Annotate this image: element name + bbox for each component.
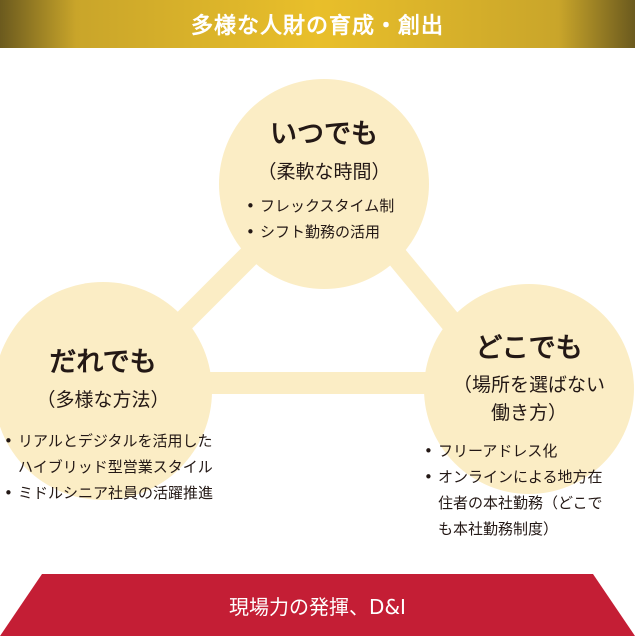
anyone-bullets: リアルとデジタルを活用した ハイブリッド型営業スタイル ミドルシニア社員の活躍推… xyxy=(4,428,213,506)
anyone-bullet-continuation-text: ハイブリッド型営業スタイル xyxy=(18,458,213,476)
bottom-banner-label: 現場力の発揮、D&I xyxy=(229,594,406,619)
anytime-title: いつでも xyxy=(270,119,378,150)
anytime-bullet: フレックスタイム制 xyxy=(246,193,394,219)
bottom-banner-shape xyxy=(0,574,635,636)
anywhere-bullet: オンラインによる地方在 xyxy=(424,464,603,490)
circle-anyone xyxy=(0,282,212,500)
anywhere-bullet-continuation: 住者の本社勤務（どこで xyxy=(424,490,603,516)
anyone-bullet: リアルとデジタルを活用した xyxy=(4,428,213,454)
top-banner-title: 多様な人財の育成・創出 xyxy=(190,14,444,39)
anywhere-bullet-continuation: も本社勤務制度） xyxy=(424,516,603,542)
anywhere-subtitle-line1: （場所を選ばない xyxy=(452,374,605,396)
anyone-bullet-continuation: ハイブリッド型営業スタイル xyxy=(4,454,213,480)
anywhere-bullet-continuation-text: も本社勤務制度） xyxy=(438,520,559,538)
anywhere-bullet-continuation-text: 住者の本社勤務（どこで xyxy=(438,494,603,512)
bottom-banner xyxy=(0,574,635,636)
anytime-bullets: フレックスタイム制 シフト勤務の活用 xyxy=(246,193,394,245)
anytime-bullet: シフト勤務の活用 xyxy=(246,219,394,245)
anywhere-subtitle-line2: 働き方） xyxy=(490,402,567,424)
anyone-bullet: ミドルシニア社員の活躍推進 xyxy=(4,480,213,506)
top-banner: 多様な人財の育成・創出 xyxy=(0,0,635,48)
circle-anytime xyxy=(219,79,429,289)
anywhere-bullet: フリーアドレス化 xyxy=(424,438,603,464)
anyone-subtitle: （多様な方法） xyxy=(36,389,170,411)
anyone-title: だれでも xyxy=(49,347,157,378)
anywhere-title: どこでも xyxy=(475,333,583,364)
anytime-subtitle: （柔軟な時間） xyxy=(257,161,391,183)
anywhere-bullets: フリーアドレス化 オンラインによる地方在 住者の本社勤務（どこで も本社勤務制度… xyxy=(424,438,603,542)
